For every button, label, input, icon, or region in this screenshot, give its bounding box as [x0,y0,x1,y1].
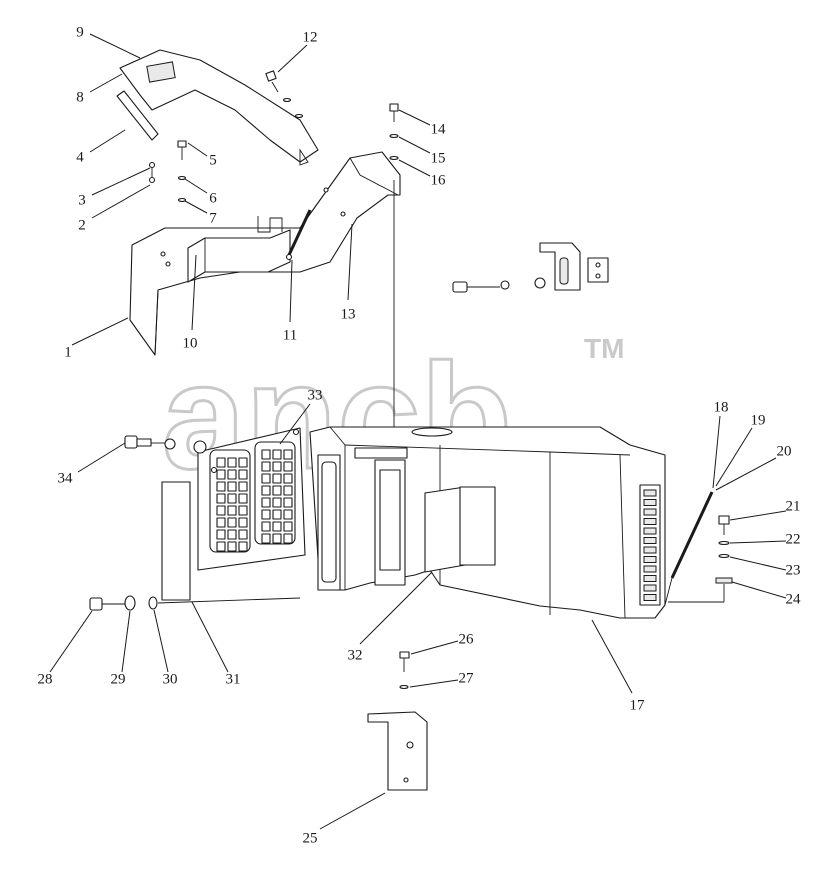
callout-22: 22 [786,531,801,547]
leader-line-29 [121,610,131,673]
callout-32: 32 [348,647,363,663]
gas-strut-11 [285,209,312,261]
callout-31: 31 [226,671,241,687]
callout-10: 10 [183,335,198,351]
inner-box [187,216,291,283]
callout-17: 17 [630,697,646,713]
leader-line-21 [729,510,787,521]
callout-7: 7 [209,210,217,226]
leader-line-4 [89,129,126,153]
leader-line-1 [71,317,129,346]
callout-20: 20 [777,443,792,459]
callout-29: 29 [111,671,126,687]
leader-line-8 [89,73,123,93]
leader-line-19 [715,427,753,487]
access-panel-32 [424,486,496,573]
leader-line-3 [91,167,151,196]
callout-16: 16 [431,172,447,188]
leader-line-15 [398,136,431,154]
leader-line-11 [289,259,293,323]
callout-24: 24 [786,591,802,607]
callout-33: 33 [308,387,323,403]
callout-15: 15 [431,150,446,166]
bolt-14-15-16 [389,103,399,450]
callout-1: 1 [64,344,72,360]
callout-9: 9 [76,24,84,40]
leader-line-18 [712,415,721,489]
watermark-trademark: TM [584,333,624,364]
bolt-34 [124,435,207,454]
callout-11: 11 [283,327,297,343]
callout-25: 25 [303,830,318,846]
leader-line-25 [319,792,386,830]
leader-line-26 [410,640,459,655]
callout-3: 3 [78,192,86,208]
bolt-5-6-7 [177,140,187,203]
callout-19: 19 [751,412,766,428]
front-grille [643,489,657,601]
callout-2: 2 [78,217,86,233]
callout-5: 5 [209,152,217,168]
bolt-12 [265,70,304,119]
side-bracket [452,242,609,293]
vent-side-panel [197,427,306,571]
leader-line-7 [184,200,208,214]
leader-line-2 [91,184,151,219]
callout-6: 6 [209,190,217,206]
callout-8: 8 [76,89,84,105]
leader-lines [49,33,787,830]
leader-line-16 [398,159,431,177]
callout-26: 26 [459,631,475,647]
bolt-28-29-30 [89,595,301,611]
gas-strut-right [664,491,733,606]
leader-line-12 [277,44,308,73]
leader-line-33 [279,403,311,445]
leader-line-24 [731,581,787,599]
leader-line-31 [191,601,229,673]
leader-line-5 [187,142,208,157]
callout-23: 23 [786,562,801,578]
leader-line-22 [729,540,787,544]
leader-line-32 [359,571,433,645]
callout-13: 13 [341,306,356,322]
callout-14: 14 [431,121,447,137]
callout-28: 28 [38,671,53,687]
callout-21: 21 [786,498,801,514]
leader-line-23 [729,556,787,571]
small-screw [148,161,156,184]
leader-line-6 [184,178,208,194]
leader-line-30 [153,609,169,673]
callout-4: 4 [76,149,84,165]
callout-27: 27 [459,670,475,686]
leader-line-13 [347,223,353,301]
leader-line-10 [191,254,197,331]
callout-12: 12 [303,29,318,45]
leader-line-9 [89,33,141,59]
callout-18: 18 [714,399,729,415]
leader-line-14 [398,109,431,126]
leader-line-34 [77,442,126,473]
leader-line-28 [49,610,93,673]
handle-bar [116,90,159,141]
flat-plate-31 [161,481,191,601]
leader-line-20 [715,457,777,491]
leader-line-27 [409,679,459,688]
callout-34: 34 [58,470,74,486]
upper-cover-panel [119,49,319,166]
leader-line-17 [591,619,633,694]
callout-30: 30 [163,671,178,687]
bracket-25 [367,651,428,791]
